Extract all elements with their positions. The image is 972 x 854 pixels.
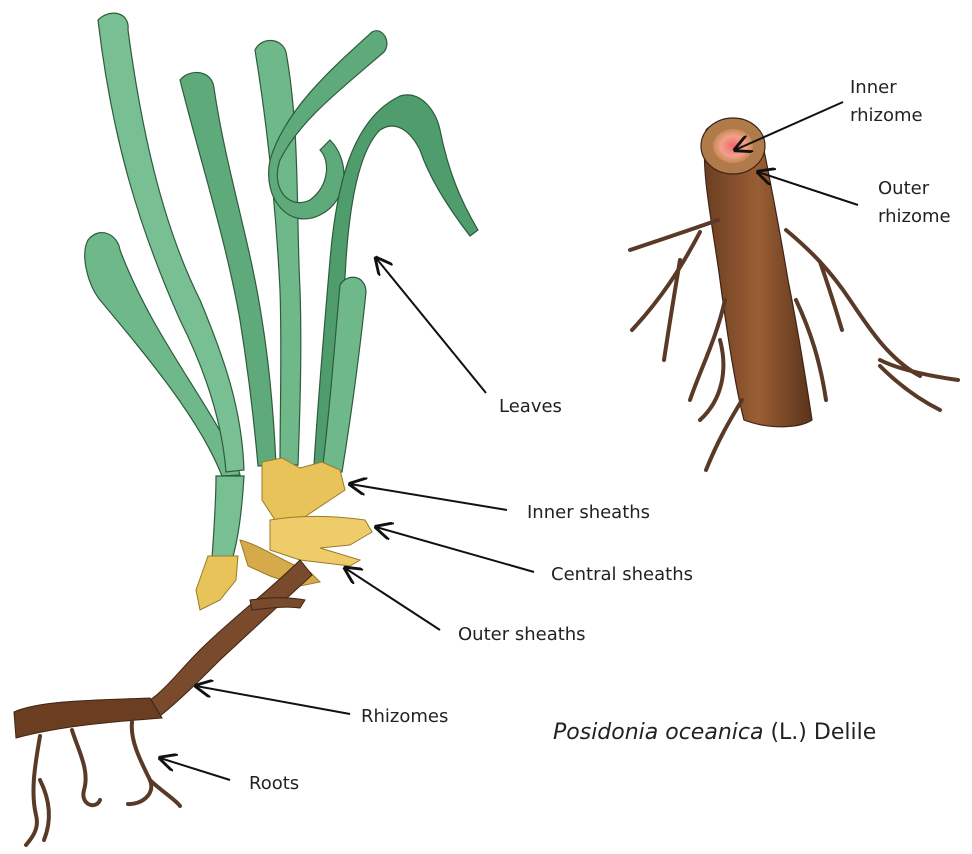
label-line: Inner xyxy=(850,77,923,99)
arrow-leaves xyxy=(376,258,486,393)
label-roots: Roots xyxy=(249,773,299,795)
root xyxy=(40,780,49,840)
arrow-outer-sheaths xyxy=(345,568,440,630)
root xyxy=(128,722,151,804)
label-line: Outer xyxy=(878,178,951,200)
rhizome-section xyxy=(630,118,958,470)
side-shoot xyxy=(250,598,305,610)
label-outer-rhizome: Outer rhizome xyxy=(878,178,951,228)
rhizome-group xyxy=(14,560,312,738)
leaf xyxy=(98,13,244,472)
outer-sheath xyxy=(196,556,238,610)
arrow-central-sheaths xyxy=(376,527,534,572)
species-title: Posidonia oceanica (L.) Delile xyxy=(553,720,876,745)
label-line: rhizome xyxy=(878,206,951,228)
rhizome-horizontal xyxy=(14,698,162,738)
root xyxy=(150,780,180,806)
label-rhizomes: Rhizomes xyxy=(361,706,448,728)
species-authority: (L.) Delile xyxy=(770,720,876,745)
label-leaves: Leaves xyxy=(499,396,562,418)
central-sheath xyxy=(270,516,372,566)
species-name: Posidonia oceanica xyxy=(553,720,763,745)
label-line: rhizome xyxy=(850,105,923,127)
label-outer-sheaths: Outer sheaths xyxy=(458,624,586,646)
inner-rhizome xyxy=(713,129,753,163)
root xyxy=(72,730,100,805)
arrow-rhizomes xyxy=(196,686,350,714)
label-inner-sheaths: Inner sheaths xyxy=(527,502,650,524)
arrow-inner-sheaths xyxy=(350,484,507,510)
leaf xyxy=(212,476,244,560)
arrow-roots xyxy=(160,758,230,780)
root xyxy=(26,736,40,845)
label-inner-rhizome: Inner rhizome xyxy=(850,77,923,127)
inner-sheath xyxy=(262,458,345,520)
roots-group xyxy=(26,722,180,845)
label-central-sheaths: Central sheaths xyxy=(551,564,693,586)
